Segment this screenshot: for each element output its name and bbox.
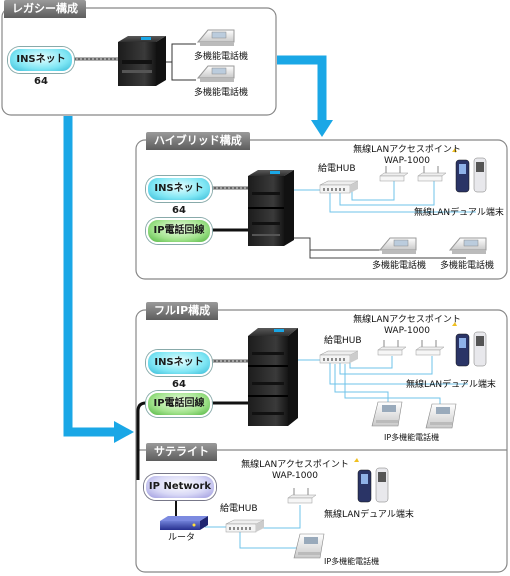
satellite-ap-icon [287, 488, 317, 504]
legacy-phone-2-label: 多機能電話機 [194, 88, 249, 98]
hybrid-mobile-label: 無線LANデュアル端末 [414, 208, 504, 218]
arrow-head-hybrid [311, 120, 333, 137]
ip-node-fullip: IP電話回線 [146, 391, 212, 417]
legacy-pbx [118, 36, 166, 86]
fullip-ap-label: 無線LANアクセスポイント WAP-1000 [352, 315, 462, 337]
satellite-ipphone-label: IP多機能電話機 [324, 557, 380, 566]
hybrid-ap-label-line2: WAP-1000 [384, 156, 430, 166]
fullip-hub-icon [319, 350, 359, 364]
section-header-legacy: レガシー構成 [4, 0, 86, 18]
legacy-phone-1-label: 多機能電話機 [194, 52, 249, 62]
satellite-ipphone-icon [293, 533, 325, 559]
section-header-fullip: フルIP構成 [146, 302, 219, 320]
satellite-ap-label-line2: WAP-1000 [272, 471, 318, 481]
fullip-lan-lines [292, 356, 468, 404]
fullip-ipphone-label: IP多機能電話機 [384, 433, 440, 442]
fullip-frame [135, 309, 508, 573]
fullip-pbx [248, 328, 298, 426]
satellite-lan-lines [205, 505, 301, 549]
section-header-satellite: サテライト [146, 443, 217, 461]
fullip-ap-2-icon [415, 340, 445, 356]
ip-network-node: IP Network [144, 474, 216, 500]
fullip-ipphone-1-icon [371, 401, 403, 427]
legacy-phone-2-icon [196, 65, 235, 82]
fullip-mobile-icon [452, 322, 487, 367]
fullip-mobile-label: 無線LANデュアル端末 [406, 380, 496, 390]
fullip-ipphone-2-icon [425, 403, 457, 429]
section-header-hybrid: ハイブリッド構成 [146, 132, 250, 150]
router-label: ルータ [168, 533, 196, 543]
hybrid-hub-label: 給電HUB [318, 164, 356, 174]
router-icon [160, 516, 208, 530]
hybrid-ap-label-line1: 無線LANアクセスポイント [353, 145, 461, 155]
ip-node-hybrid: IP電話回線 [146, 218, 212, 244]
hybrid-phone-2-label: 多機能電話機 [440, 261, 495, 271]
hybrid-mobile-icon [452, 148, 487, 193]
satellite-hub-label: 給電HUB [220, 504, 258, 514]
legacy-phone-1-icon [196, 29, 235, 46]
hybrid-phone-2-icon [448, 237, 487, 254]
hybrid-phone-1-icon [378, 237, 417, 254]
arrow-legacy-to-satellite [63, 116, 116, 437]
fullip-ap-label-line1: 無線LANアクセスポイント [353, 315, 461, 325]
fullip-ip-line [136, 401, 250, 480]
hybrid-ap-1-icon [379, 166, 409, 182]
satellite-ap-label: 無線LANアクセスポイント WAP-1000 [240, 460, 350, 482]
hybrid-ap-2-icon [417, 166, 447, 182]
satellite-ap-label-line1: 無線LANアクセスポイント [241, 460, 349, 470]
fullip-hub-label: 給電HUB [324, 336, 362, 346]
hybrid-phone-lines [292, 237, 466, 259]
arrow-head-satellite [114, 421, 134, 443]
hybrid-pbx [248, 170, 294, 246]
ins-node-fullip: INSネット64 [146, 350, 212, 390]
arrow-legacy-to-hybrid [277, 55, 327, 122]
hybrid-phone-1-label: 多機能電話機 [372, 261, 427, 271]
fullip-ap-label-line2: WAP-1000 [384, 326, 430, 336]
fullip-ap-1-icon [377, 340, 407, 356]
satellite-mobile-label: 無線LANデュアル端末 [324, 510, 414, 520]
ins-node-hybrid: INSネット64 [146, 176, 212, 216]
satellite-hub-icon [225, 519, 265, 533]
hybrid-hub-icon [319, 180, 359, 194]
hybrid-lan-lines [292, 180, 476, 213]
hybrid-ap-label: 無線LANアクセスポイント WAP-1000 [352, 145, 462, 167]
ins-node-legacy: INSネット64 [8, 47, 74, 87]
satellite-mobile-icon [354, 458, 389, 503]
